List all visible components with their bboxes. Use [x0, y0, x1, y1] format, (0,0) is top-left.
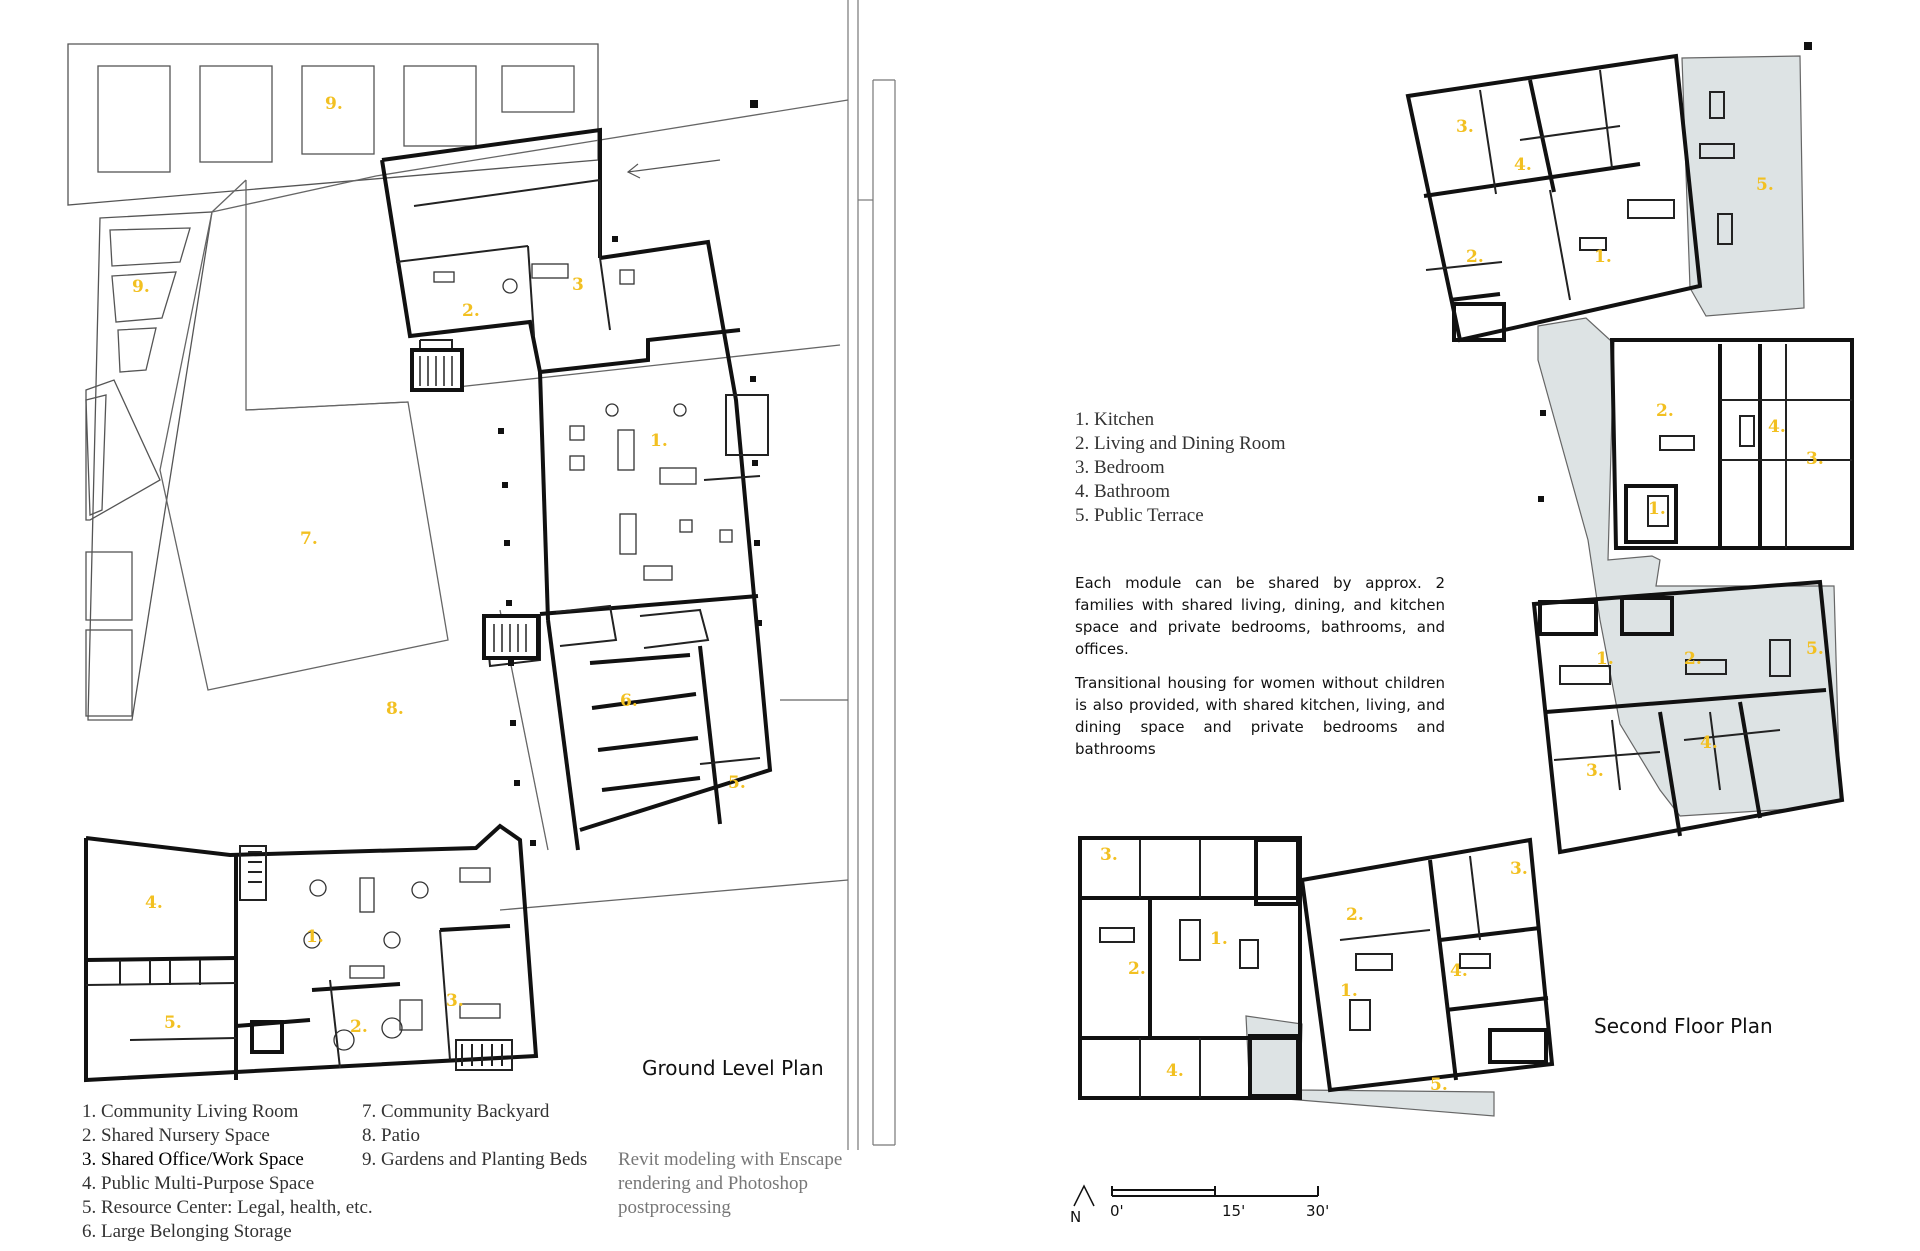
second-label-4c: 4. — [1700, 733, 1718, 753]
ground-level-plan — [67, 43, 849, 1083]
second-label-5b: 5. — [1806, 639, 1824, 659]
second-label-2e: 2. — [1346, 905, 1364, 925]
second-label-2: 2. — [1466, 247, 1484, 267]
scale-bar-graphic — [1111, 1186, 1319, 1197]
second-label-1d: 1. — [1210, 929, 1228, 949]
second-label-1: 1. — [1594, 247, 1612, 267]
ground-label-1b: 1. — [306, 927, 324, 947]
description-paragraph: Each module can be shared by approx. 2 f… — [1075, 574, 1445, 658]
module-bl-walls — [1078, 836, 1302, 1100]
ground-label-2b: 2. — [350, 1017, 368, 1037]
module-bm-walls — [1299, 837, 1555, 1093]
second-legend-item: 5. Public Terrace — [1075, 505, 1204, 526]
ground-bottom-furniture — [303, 867, 501, 1051]
scale-tick-0: 0' — [1110, 1202, 1124, 1220]
ground-label-9a: 9. — [325, 94, 343, 114]
scale-tick-15: 15' — [1222, 1202, 1246, 1220]
second-label-3c: 3. — [1586, 761, 1604, 781]
ground-label-1: 1. — [650, 431, 668, 451]
ground-label-7: 7. — [300, 529, 318, 549]
ground-label-4: 4. — [145, 893, 163, 913]
ground-label-5b: 5. — [164, 1013, 182, 1033]
ground-bottom-inner — [85, 845, 513, 1071]
street-lines — [847, 0, 896, 1150]
module-description: Each module can be shared by approx. 2 f… — [1075, 572, 1445, 772]
ground-label-5: 5. — [728, 773, 746, 793]
ground-furniture — [433, 263, 733, 581]
scale-tick-30: 30' — [1306, 1202, 1330, 1220]
ground-legend-col1: 1. Community Living Room 2. Shared Nurse… — [82, 1100, 373, 1244]
second-legend-item: 4. Bathroom — [1075, 481, 1170, 502]
second-label-2c: 2. — [1684, 649, 1702, 669]
ground-stairs — [410, 348, 540, 660]
ground-legend-item: 3. Shared Office/Work Space — [82, 1149, 304, 1170]
module-top-walls — [1405, 53, 1703, 343]
second-label-5e: 5. — [1430, 1075, 1448, 1095]
second-legend-item: 3. Bedroom — [1075, 457, 1165, 478]
second-label-5: 5. — [1756, 175, 1774, 195]
second-label-4d: 4. — [1166, 1061, 1184, 1081]
ground-legend-item: 1. Community Living Room — [82, 1101, 299, 1122]
second-legend-item: 2. Living and Dining Room — [1075, 433, 1286, 454]
ground-plan-title: Ground Level Plan — [642, 1056, 824, 1080]
module-mid-walls — [1609, 338, 1854, 550]
second-label-2b: 2. — [1656, 401, 1674, 421]
module-lower-inner — [1553, 639, 1791, 791]
module-bl-inner — [1099, 840, 1259, 1098]
garden-beds-top — [67, 43, 599, 206]
ground-label-3b: 3. — [446, 991, 464, 1011]
module-lower-walls — [1531, 579, 1845, 855]
description-paragraph: Transitional housing for women without c… — [1075, 674, 1445, 758]
ground-legend-item: 4. Public Multi-Purpose Space — [82, 1173, 315, 1194]
module-mid-inner — [1647, 344, 1852, 548]
ground-label-9b: 9. — [132, 277, 150, 297]
ground-label-6: 6. — [620, 691, 638, 711]
second-label-3b: 3. — [1806, 449, 1824, 469]
second-label-1b: 1. — [1648, 499, 1666, 519]
second-label-3e: 3. — [1510, 859, 1528, 879]
ground-legend-item: 5. Resource Center: Legal, health, etc. — [82, 1197, 373, 1218]
second-labels: 1. 2. 3. 4. 5. 1. 2. 3. 4. 5. 1. 2. 3. 4… — [1100, 117, 1824, 1095]
ground-labels: 1. 2. 3 4. 5. 6. 7. 8. 9. 9. 1. 2. 3. 5. — [132, 94, 746, 1037]
ground-legend-item: 6. Large Belonging Storage — [82, 1221, 292, 1242]
ground-main-walls — [380, 127, 773, 851]
second-label-1c: 1. — [1596, 649, 1614, 669]
ground-columns — [498, 100, 762, 846]
second-label-3: 3. — [1456, 117, 1474, 137]
module-top-inner — [1425, 69, 1735, 301]
north-arrow — [1073, 1184, 1095, 1207]
driveway-arrow — [626, 159, 721, 179]
second-columns — [1538, 42, 1812, 502]
ground-legend-item: 9. Gardens and Planting Beds — [362, 1149, 588, 1170]
second-floor-plan — [1078, 42, 1854, 1117]
second-legend-item: 1. Kitchen — [1075, 409, 1155, 430]
second-label-1e: 1. — [1340, 981, 1358, 1001]
garden-beds-left — [85, 211, 213, 721]
ground-legend-col2: 7. Community Backyard 8. Patio 9. Garden… — [362, 1100, 587, 1172]
ground-legend-item: 7. Community Backyard — [362, 1101, 550, 1122]
second-label-4e: 4. — [1450, 961, 1468, 981]
second-legend: 1. Kitchen 2. Living and Dining Room 3. … — [1075, 408, 1286, 528]
second-label-4b: 4. — [1768, 417, 1786, 437]
module-bm-inner — [1339, 855, 1491, 1031]
ground-label-8: 8. — [386, 699, 404, 719]
second-label-4: 4. — [1514, 155, 1532, 175]
rendering-credit: Revit modeling with Enscape rendering an… — [618, 1149, 843, 1218]
ground-bottom-walls — [84, 823, 539, 1083]
ground-label-2: 2. — [462, 301, 480, 321]
ground-legend-item: 2. Shared Nursery Space — [82, 1125, 270, 1146]
second-label-2d: 2. — [1128, 959, 1146, 979]
north-label: N — [1070, 1208, 1082, 1226]
second-label-3d: 3. — [1100, 845, 1118, 865]
second-plan-title: Second Floor Plan — [1594, 1014, 1773, 1038]
ground-label-3: 3 — [572, 275, 584, 295]
ground-legend-item: 8. Patio — [362, 1125, 421, 1146]
